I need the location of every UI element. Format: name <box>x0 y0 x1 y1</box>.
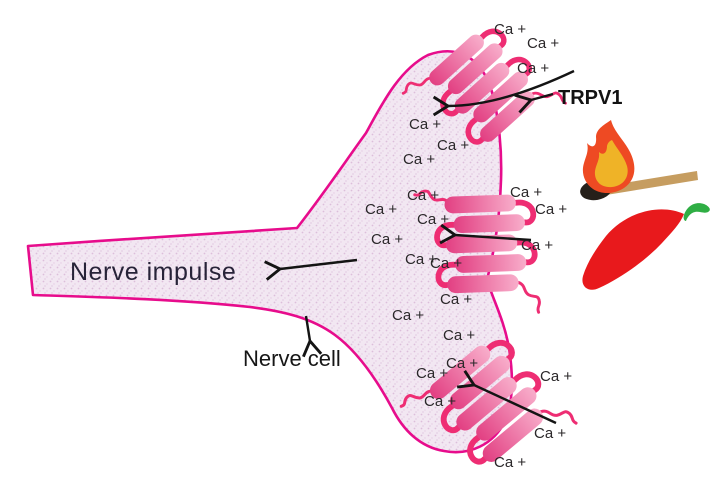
ca-ion-label: Ca + <box>521 237 553 254</box>
ca-ion-label: Ca + <box>437 137 469 154</box>
ca-ion-label: Ca + <box>405 251 437 268</box>
pepper-body <box>582 209 684 290</box>
nerve-impulse-label: Nerve impulse <box>70 258 236 286</box>
chili-pepper-icon <box>582 203 710 290</box>
ca-ion-label: Ca + <box>430 255 462 272</box>
ca-influx-arrow-bottom <box>456 369 557 425</box>
flame-inner <box>594 140 628 188</box>
ca-ion-label: Ca + <box>527 35 559 52</box>
ca-ion-label: Ca + <box>443 327 475 344</box>
match-flame-icon <box>580 120 698 201</box>
ca-ion-label: Ca + <box>517 60 549 77</box>
ca-ion-label: Ca + <box>510 184 542 201</box>
nerve-impulse-arrow <box>264 258 358 281</box>
ca-ion-label: Ca + <box>409 116 441 133</box>
ca-ion-label: Ca + <box>424 393 456 410</box>
ca-ion-label: Ca + <box>446 355 478 372</box>
trpv1-label: TRPV1 <box>558 87 622 109</box>
ca-ion-label: Ca + <box>494 21 526 38</box>
ca-ion-label: Ca + <box>417 211 449 228</box>
pepper-stem <box>683 203 710 221</box>
ca-ion-label: Ca + <box>392 307 424 324</box>
ca-ion-label: Ca + <box>440 291 472 308</box>
ca-ion-label: Ca + <box>540 368 572 385</box>
trpv1-pointer-arrow <box>514 92 554 114</box>
nerve-cell-label: Nerve cell <box>243 346 341 371</box>
ca-ion-label: Ca + <box>535 201 567 218</box>
ca-ion-label: Ca + <box>403 151 435 168</box>
ca-ion-label: Ca + <box>371 231 403 248</box>
ca-influx-arrow-middle <box>439 223 532 245</box>
ca-influx-arrow-top <box>432 69 575 117</box>
ca-ion-label: Ca + <box>494 454 526 471</box>
ca-ion-label: Ca + <box>365 201 397 218</box>
ca-ion-label: Ca + <box>416 365 448 382</box>
ca-ion-label: Ca + <box>534 425 566 442</box>
match-stick <box>599 171 698 196</box>
nerve-cell-pointer-arrow <box>302 315 323 358</box>
ca-ion-label: Ca + <box>407 187 439 204</box>
